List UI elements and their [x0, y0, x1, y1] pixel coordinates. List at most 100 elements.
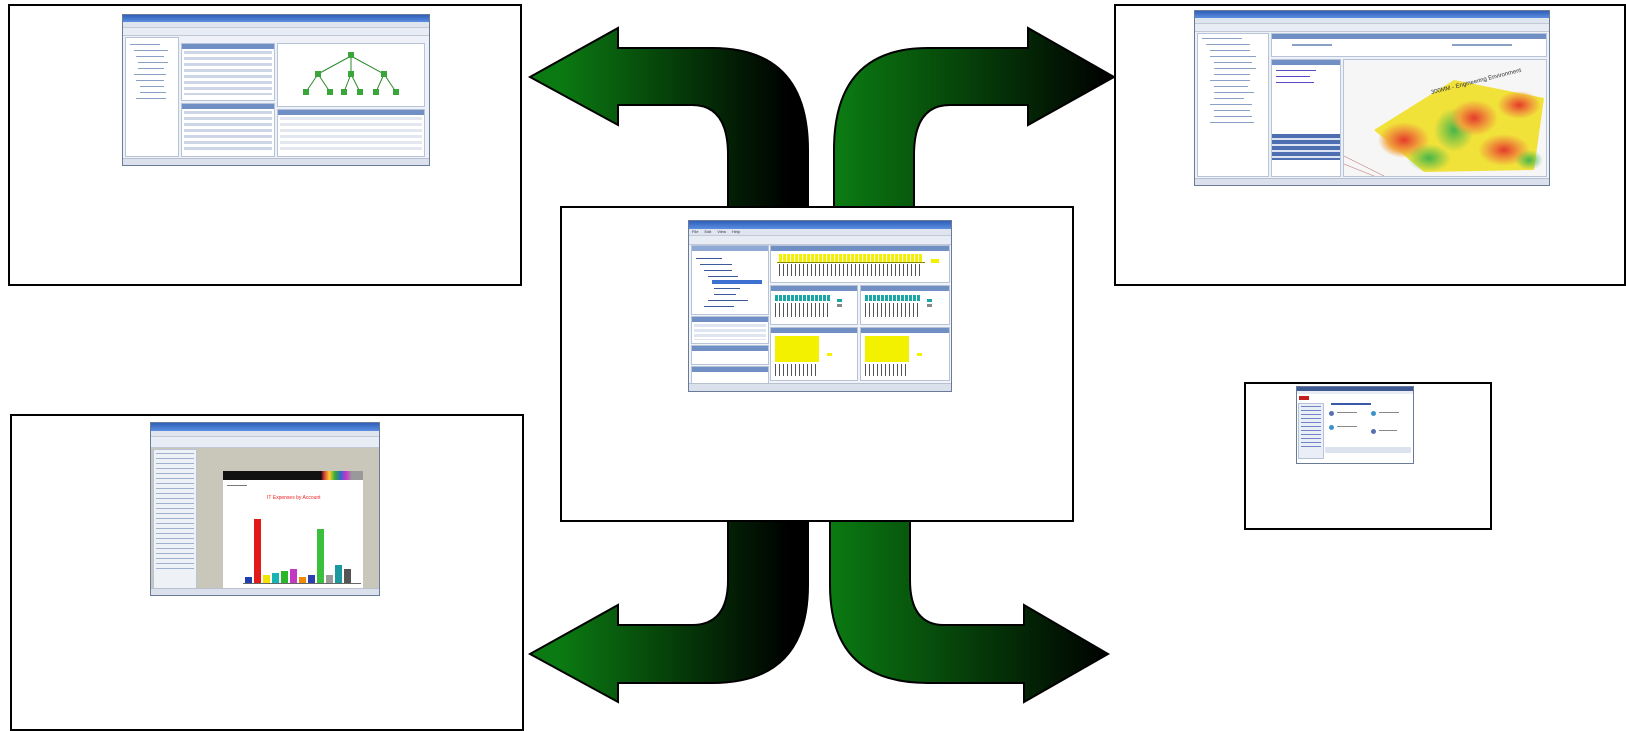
mini-tick: [815, 264, 816, 276]
mini-tick: [871, 264, 872, 276]
mini-bar: [823, 254, 826, 262]
mini-legend: [927, 299, 932, 302]
mini-tick: [879, 264, 880, 276]
mini-bar: [819, 254, 822, 262]
mini-tick: [783, 364, 784, 376]
mini-tick: [839, 264, 840, 276]
mini-tick: [847, 264, 848, 276]
mini-bar: [843, 254, 846, 262]
mini-bar: [885, 295, 888, 301]
mini-axis: [243, 583, 361, 584]
mini-bar: [895, 254, 898, 262]
mini-bar: [335, 565, 342, 583]
memory-chart-a: [770, 285, 858, 325]
report-chart-title: IT Expenses by Account: [267, 495, 321, 501]
mini-bar: [913, 295, 916, 301]
mini-bar: [839, 254, 842, 262]
mini-tick: [919, 264, 920, 276]
mini-tick: [917, 303, 918, 317]
mini-tick: [901, 303, 902, 317]
memory-chart-b: [860, 285, 950, 325]
mini-axis: [777, 262, 925, 263]
mini-tick: [791, 364, 792, 376]
mini-tick: [799, 303, 800, 317]
mini-tick: [811, 303, 812, 317]
mini-tick: [859, 264, 860, 276]
mini-tick: [795, 303, 796, 317]
mini-tick: [873, 364, 874, 376]
mini-tick: [831, 264, 832, 276]
mini-tick: [913, 303, 914, 317]
mini-bar: [779, 254, 782, 262]
menu-view[interactable]: View: [717, 229, 726, 234]
mini-tick: [885, 303, 886, 317]
alarm-list: [277, 109, 425, 157]
mini-area: [775, 336, 819, 362]
mini-bar: [827, 254, 830, 262]
mini-tick: [783, 264, 784, 276]
mini-tick: [803, 303, 804, 317]
mini-bar: [897, 295, 900, 301]
mini-tick: [881, 364, 882, 376]
mini-bar: [867, 254, 870, 262]
cpu-utilization-chart: [770, 245, 950, 283]
mini-tick: [787, 364, 788, 376]
mini-bar: [263, 575, 270, 583]
mini-tick: [807, 303, 808, 317]
mini-bar: [905, 295, 908, 301]
mini-bar: [823, 295, 826, 301]
mini-tick: [869, 364, 870, 376]
frame-top-left: [8, 4, 522, 286]
mini-tick: [885, 364, 886, 376]
mini-tick: [791, 264, 792, 276]
menu-edit[interactable]: Edit: [704, 229, 712, 234]
mini-bar: [831, 254, 834, 262]
mini-bar: [815, 295, 818, 301]
mini-tick: [863, 264, 864, 276]
topology-graph: [277, 43, 425, 107]
mini-tick: [877, 303, 878, 317]
mini-tick: [851, 264, 852, 276]
mini-bar: [901, 295, 904, 301]
mini-bar: [254, 519, 261, 583]
mini-tick: [815, 303, 816, 317]
mini-bar: [281, 571, 288, 583]
mini-tick: [901, 364, 902, 376]
mini-bar: [791, 295, 794, 301]
mini-bar: [855, 254, 858, 262]
mini-tick: [811, 364, 812, 376]
mini-legend: [837, 304, 842, 307]
mini-bar: [847, 254, 850, 262]
mini-bar: [775, 295, 778, 301]
site-tree: [1197, 33, 1269, 177]
mini-bar: [891, 254, 894, 262]
menu-help[interactable]: Help: [731, 229, 741, 234]
mini-tick: [803, 264, 804, 276]
mini-tick: [799, 364, 800, 376]
mini-tick: [807, 364, 808, 376]
mini-tick: [775, 303, 776, 317]
mini-bar: [290, 569, 297, 583]
mini-tick: [899, 264, 900, 276]
mini-bar: [807, 254, 810, 262]
mini-tick: [791, 303, 792, 317]
device-table: [691, 316, 769, 344]
mini-bar: [308, 575, 315, 583]
mini-tick: [873, 303, 874, 317]
expense-bars-svg: [243, 519, 361, 584]
mini-bar: [877, 295, 880, 301]
mini-tick: [881, 303, 882, 317]
mini-bar: [344, 569, 351, 583]
mini-bar: [783, 254, 786, 262]
menu-file[interactable]: File: [692, 229, 699, 234]
mini-bar: [245, 577, 252, 583]
mini-tick: [855, 264, 856, 276]
mini-legend: [827, 353, 832, 356]
legend-panel: [1271, 59, 1341, 177]
mini-bar: [795, 254, 798, 262]
mini-bar: [787, 295, 790, 301]
mini-bar: [795, 295, 798, 301]
mini-tick: [877, 364, 878, 376]
mini-tick: [795, 364, 796, 376]
